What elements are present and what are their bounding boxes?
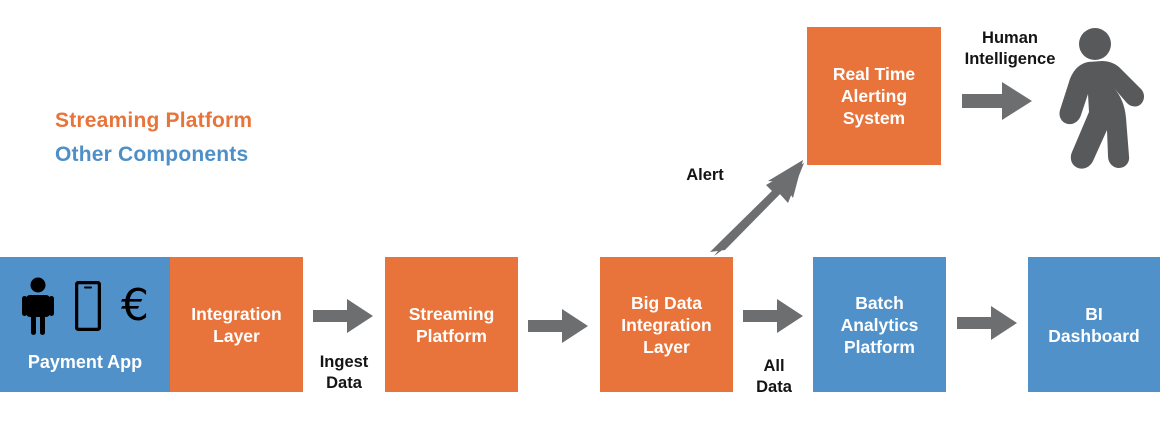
arrow-all-data-icon	[743, 299, 803, 333]
node-bi-dashboard[interactable]: BI Dashboard	[1028, 257, 1160, 392]
watermark	[110, 2, 450, 46]
legend-item-streaming-platform: Streaming Platform	[55, 109, 253, 132]
edge-label-human-intelligence: Human Intelligence	[964, 29, 1056, 68]
legend: Streaming Platform Other Components	[55, 104, 475, 172]
node-real-time-alerting-system[interactable]: Real Time Alerting System	[807, 27, 941, 165]
node-label-payment-app: Payment App	[27, 352, 143, 372]
node-integration-layer[interactable]: Integration Layer	[170, 257, 303, 392]
node-label-bi-dashboard: BI Dashboard	[1048, 303, 1140, 346]
arrow-batch-to-bi-icon	[957, 306, 1017, 340]
arrow-ingest-data-icon	[313, 299, 373, 333]
payment-app-icon-group: €	[21, 275, 149, 337]
node-batch-analytics-platform[interactable]: Batch Analytics Platform	[813, 257, 946, 392]
legend-item-other-components: Other Components	[55, 143, 249, 166]
mobile-phone-icon	[75, 281, 101, 331]
edge-label-alert: Alert	[686, 166, 724, 184]
edge-label-all-data: All Data	[756, 357, 792, 396]
euro-currency-icon: €	[121, 280, 149, 331]
node-label-big-data-integration-layer: Big Data Integration Layer	[621, 292, 712, 357]
node-label-streaming-platform: Streaming Platform	[408, 303, 495, 346]
node-streaming-platform[interactable]: Streaming Platform	[385, 257, 518, 392]
node-label-integration-layer: Integration Layer	[191, 303, 282, 346]
edge-label-ingest-data: Ingest Data	[319, 353, 369, 392]
arrow-alerting-to-human-icon	[962, 82, 1032, 120]
node-label-batch-analytics-platform: Batch Analytics Platform	[840, 292, 919, 357]
person-icon	[22, 277, 54, 335]
arrow-alert-icon	[710, 160, 804, 256]
walking-person-icon	[1059, 28, 1144, 169]
node-label-real-time-alerting-system: Real Time Alerting System	[832, 64, 916, 128]
node-payment-app[interactable]: € Payment App	[0, 257, 170, 392]
node-big-data-integration-layer[interactable]: Big Data Integration Layer	[600, 257, 733, 392]
arrow-streaming-to-bigdata-icon	[528, 309, 588, 343]
